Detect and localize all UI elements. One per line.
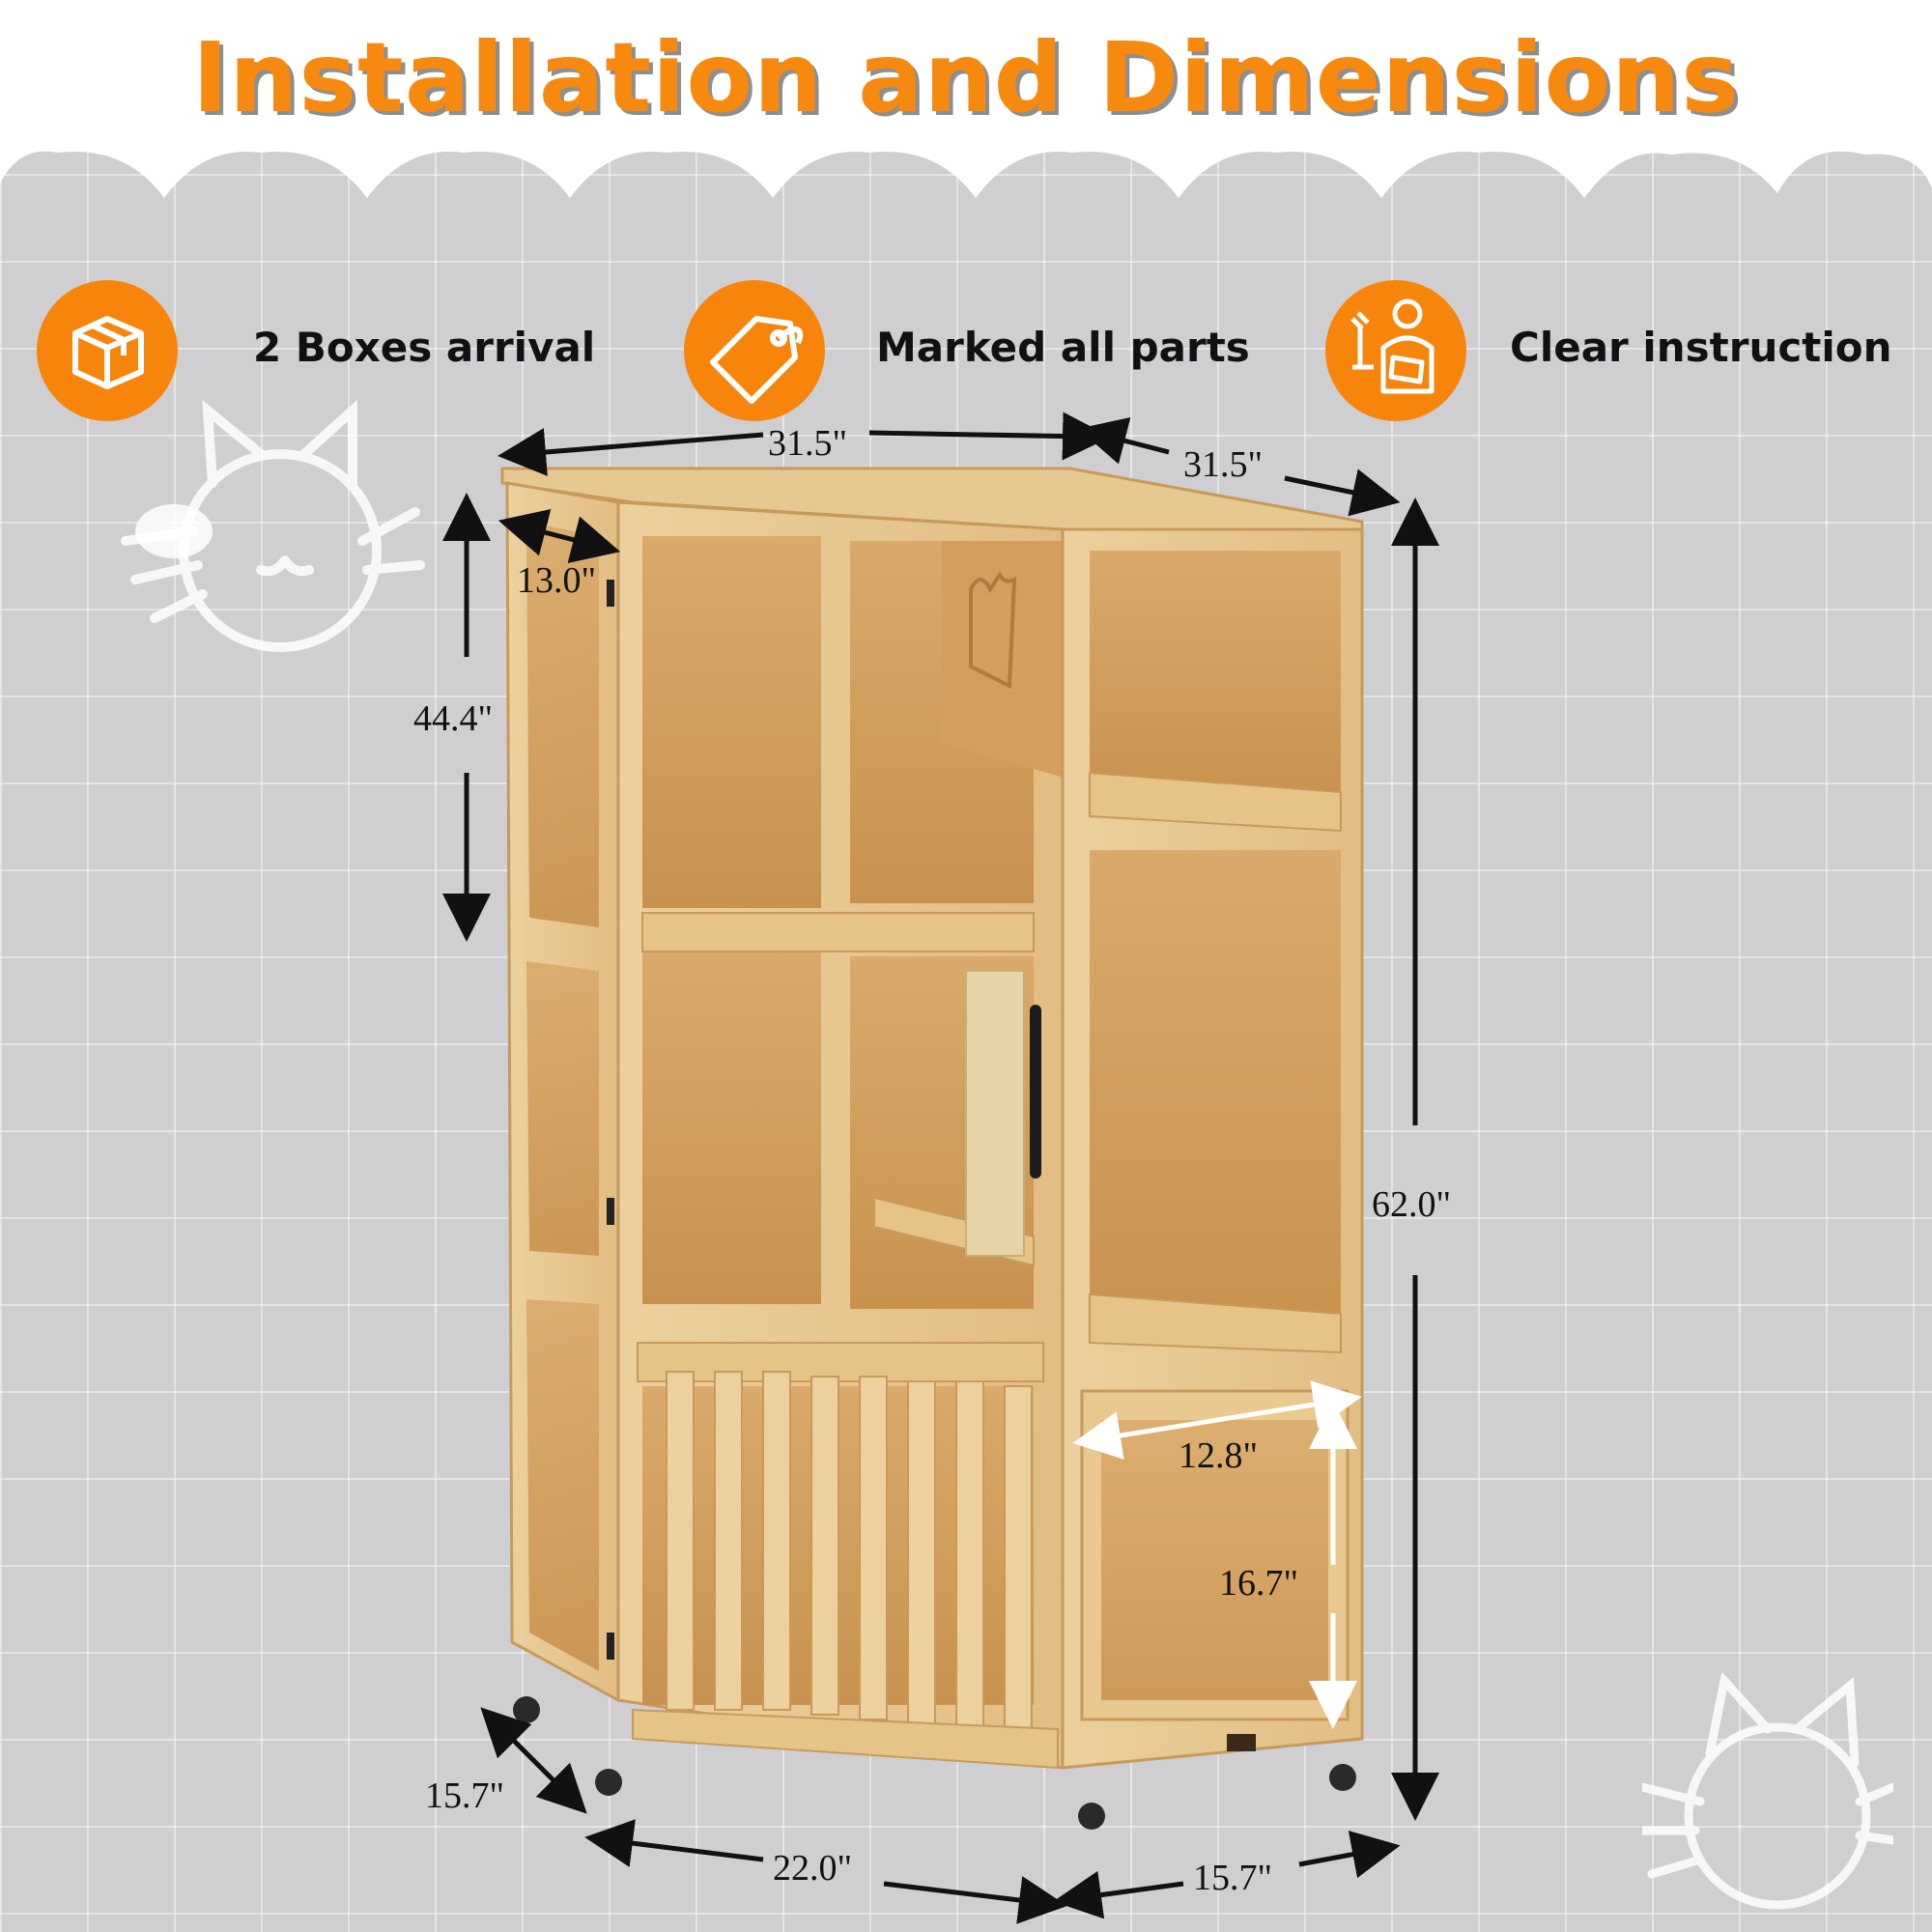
feature-label-parts: Marked all parts	[876, 324, 1250, 371]
cat-outline-icon	[1642, 1671, 1893, 1910]
dimension-bottom-left-side: 15.7"	[425, 1776, 505, 1816]
dimension-total-height: 62.0"	[1372, 1184, 1452, 1225]
dimension-side-door-width: 13.0"	[517, 560, 597, 601]
dimension-front-door-width: 12.8"	[1179, 1435, 1259, 1476]
page-title: Installation and Dimensions	[192, 21, 1740, 134]
cat-outline-icon	[121, 399, 425, 652]
worker-instruction-icon	[1325, 280, 1466, 421]
box-icon	[37, 280, 178, 421]
feature-label-instruction: Clear instruction	[1510, 324, 1892, 371]
dimension-front-door-height: 16.7"	[1219, 1563, 1299, 1604]
dimension-top-width: 31.5"	[768, 423, 848, 464]
header-background	[0, 0, 1932, 198]
dimension-side-door-height: 44.4"	[413, 698, 494, 739]
dimension-bottom-front: 22.0"	[773, 1848, 853, 1889]
dimension-bottom-right-side: 15.7"	[1193, 1858, 1273, 1898]
feature-label-boxes: 2 Boxes arrival	[253, 324, 596, 371]
tag-icon	[684, 280, 825, 421]
dimension-top-depth: 31.5"	[1183, 444, 1264, 485]
